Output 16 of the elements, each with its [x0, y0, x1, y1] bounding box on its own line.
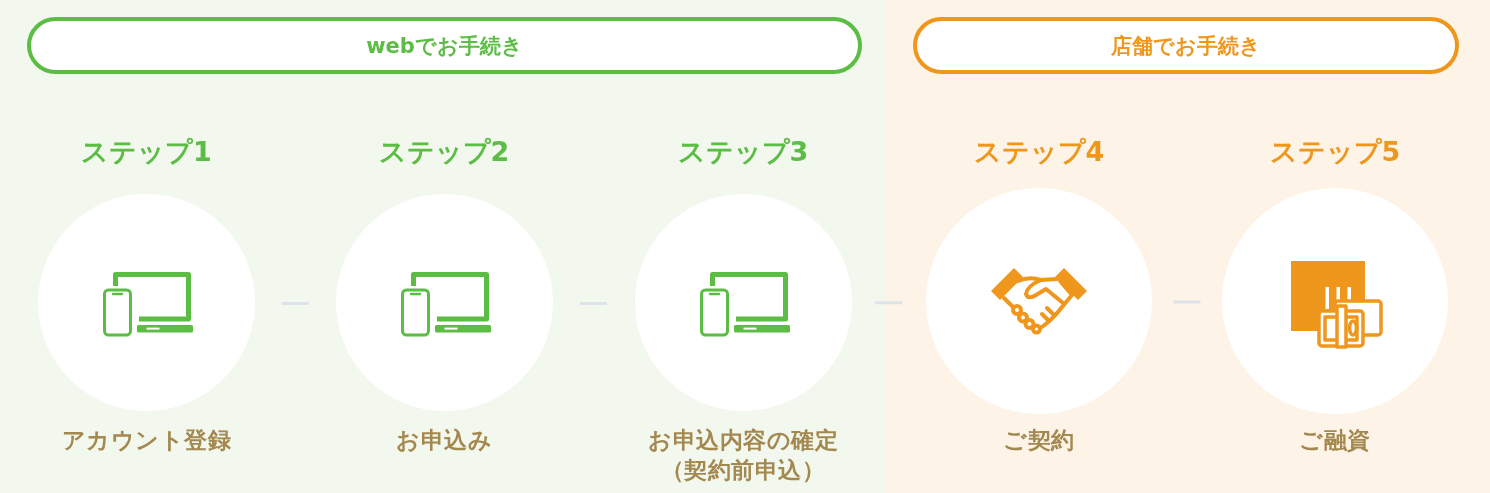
step-caption: アカウント登録 [60, 426, 233, 455]
step-caption: お申込内容の確定（契約前申込） [647, 426, 839, 485]
step-heading: ステップ2 [378, 136, 510, 168]
connector-line [1173, 300, 1201, 304]
connector-line [875, 301, 903, 305]
section-panel [0, 0, 886, 493]
step-caption: ご融資 [1298, 426, 1372, 455]
section-header-pill: webでお手続き [27, 17, 862, 74]
step-caption: ご契約 [1002, 426, 1076, 455]
step-heading: ステップ3 [677, 136, 809, 168]
section-panel [886, 0, 1490, 493]
step-heading: ステップ1 [81, 136, 212, 168]
step-heading: ステップ4 [973, 136, 1105, 168]
step-caption: お申込み [395, 426, 493, 455]
section-header-pill: 店舗でお手続き [913, 17, 1459, 74]
step-heading: ステップ5 [1269, 136, 1401, 168]
